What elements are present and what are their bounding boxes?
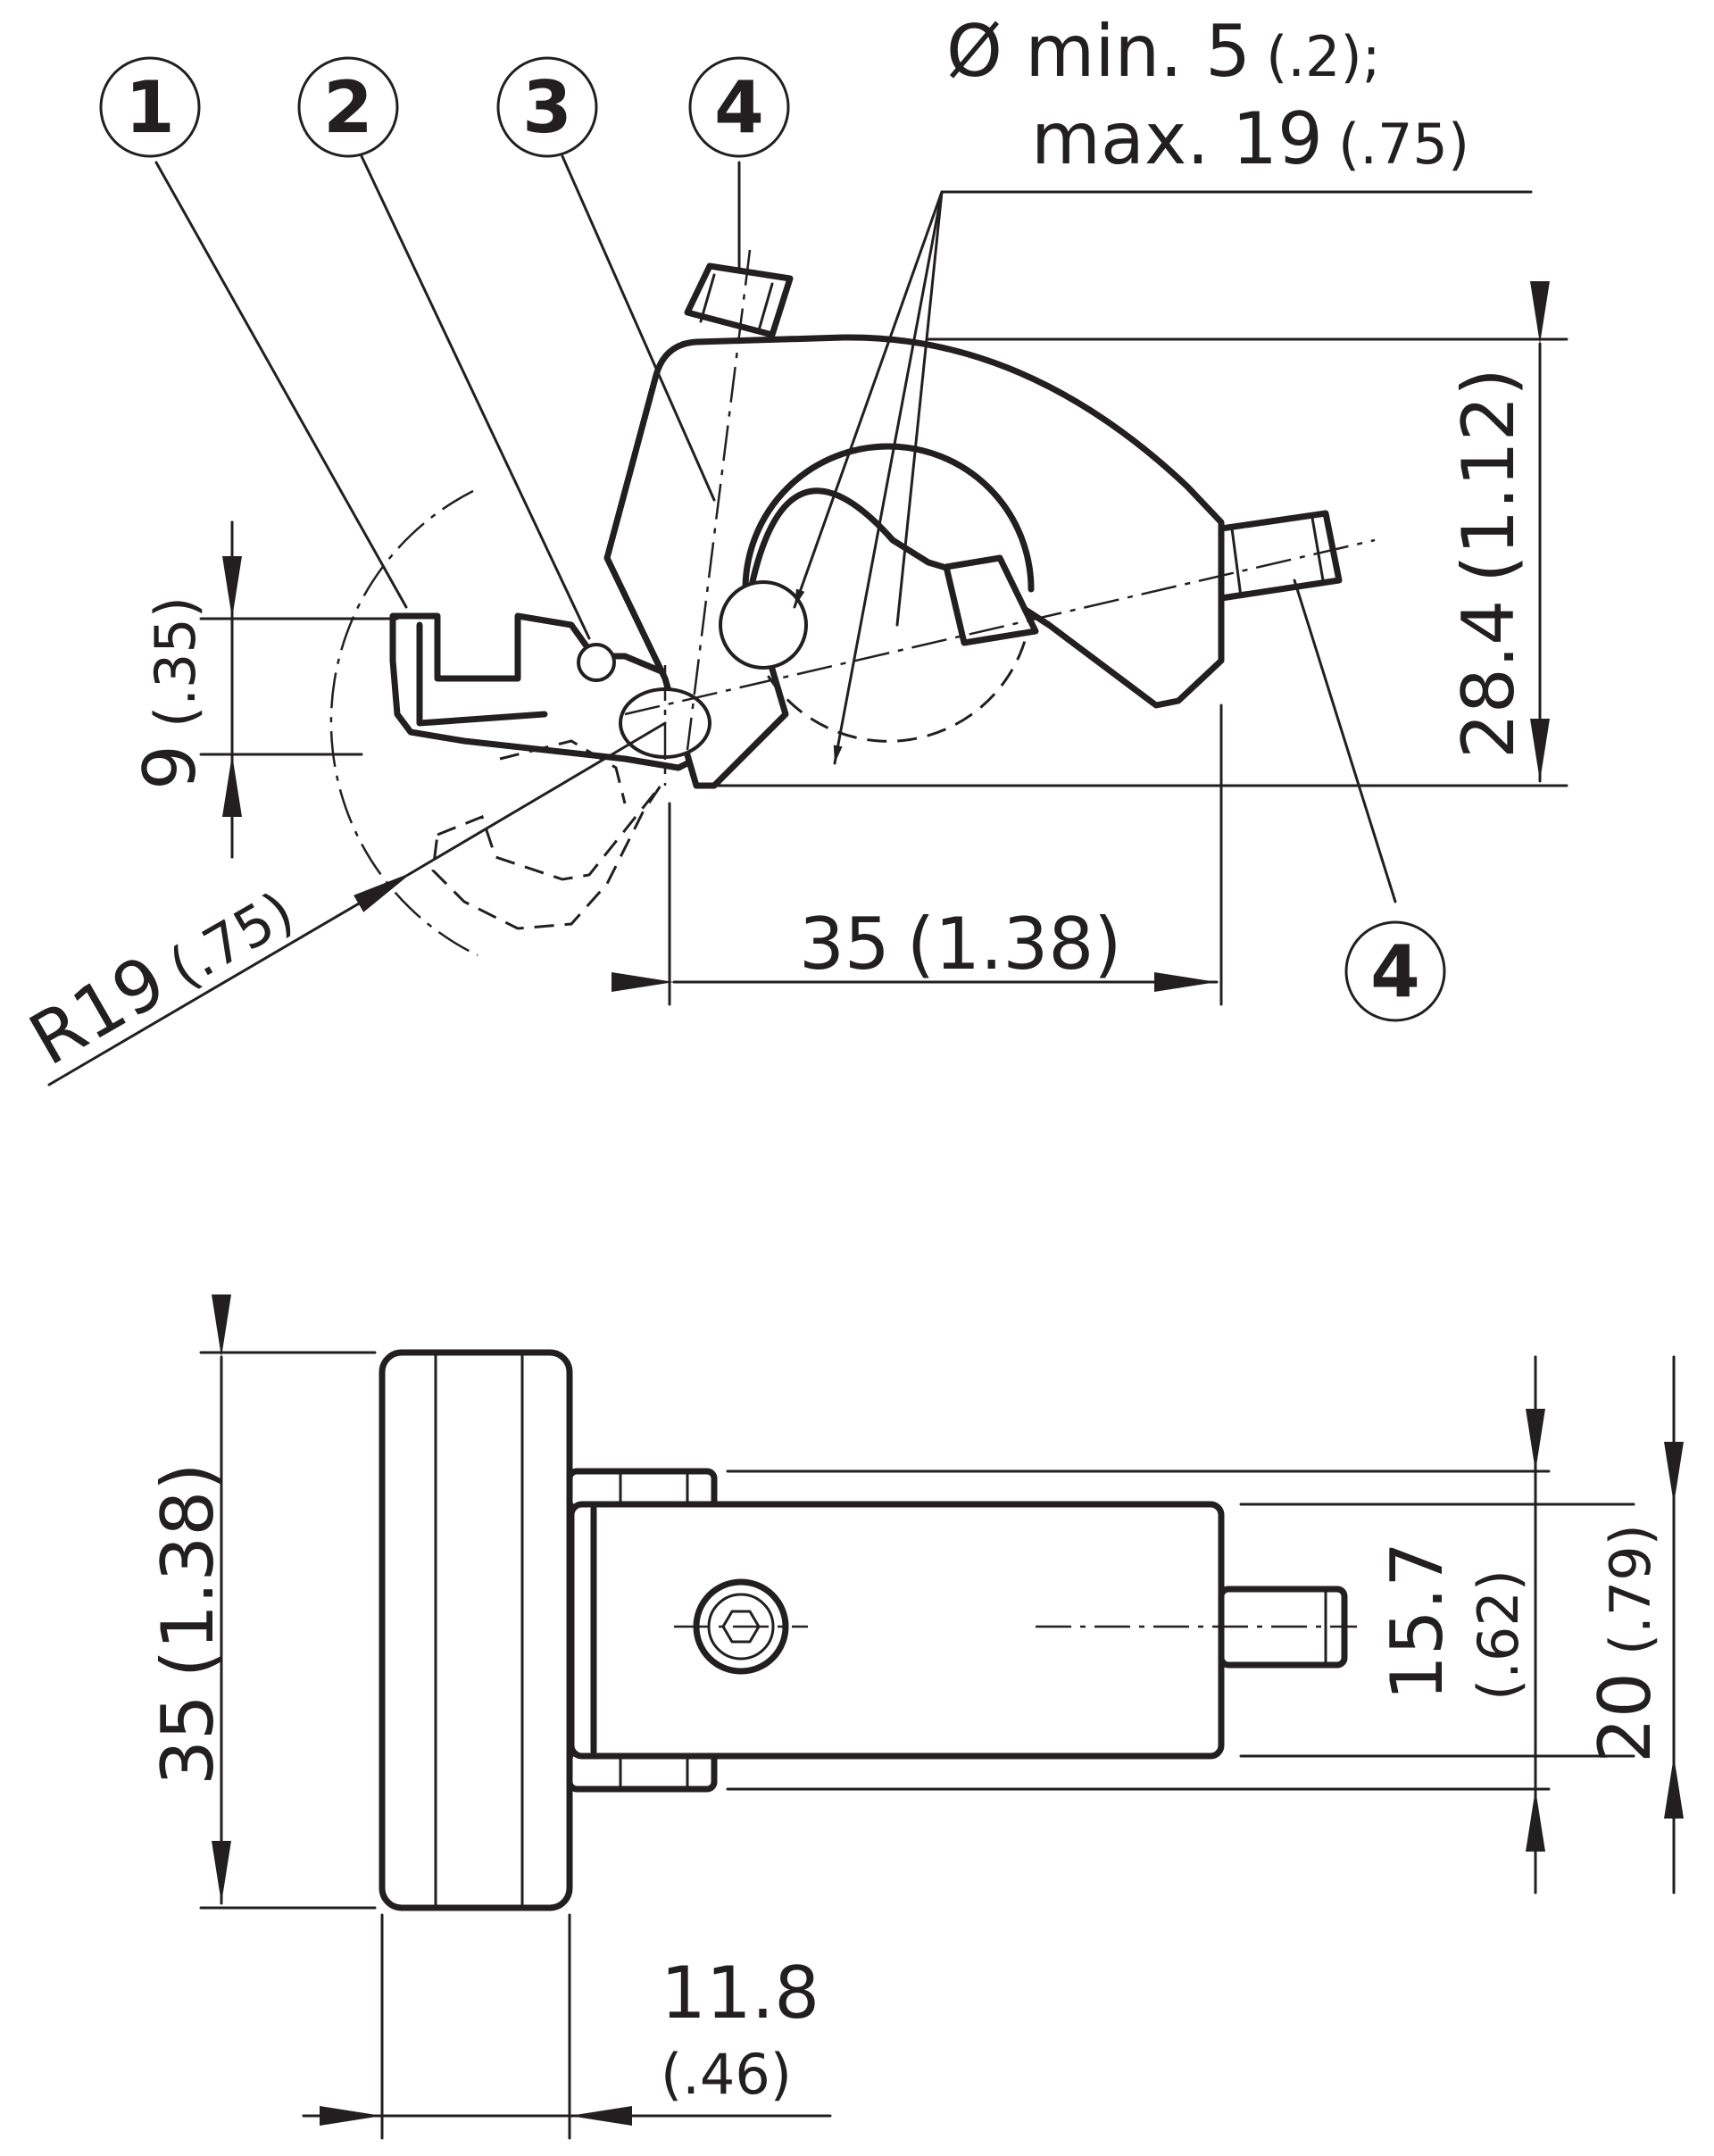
set-screw-right-thread — [1230, 516, 1325, 598]
callout-circle — [496, 56, 598, 158]
label-diameter-line1: Ø min. 5 (.2); — [946, 10, 1381, 93]
set-screw-top-thread — [699, 273, 774, 332]
callout-label: 3 — [522, 66, 572, 149]
leader-3 — [561, 154, 716, 502]
label-width-35-top: 35 (1.38) — [799, 903, 1121, 986]
alternate-position-inner — [499, 739, 627, 804]
callout-circle — [688, 56, 790, 158]
locking-ball — [577, 643, 616, 682]
actuator-body — [568, 1501, 1225, 1760]
label-height-28-4: 28.4 (1.12) — [1447, 368, 1530, 759]
callout-circle — [297, 56, 399, 158]
label-thickness-11-8: 11.8 — [661, 1952, 820, 2035]
callout-3: 3 — [496, 56, 598, 158]
label-width-20: 20 (.79) — [1584, 1524, 1667, 1763]
callout-label: 4 — [1370, 930, 1420, 1013]
callout-label: 2 — [323, 66, 373, 149]
label-radius-19: R19 (.75) — [16, 866, 306, 1081]
label-diameter-line2: max. 19 (.75) — [1031, 97, 1469, 180]
label-thickness-11-8-inch: (.46) — [661, 2042, 792, 2107]
side-view — [47, 154, 1568, 1086]
actuator-housing — [603, 334, 1225, 789]
base-plate — [379, 1349, 573, 1911]
bracket-inner-profile — [416, 621, 548, 727]
alternate-position-outline — [431, 785, 662, 930]
diameter-leader-left — [793, 190, 944, 609]
front-view — [199, 1294, 1684, 2140]
callout-circle — [99, 56, 201, 158]
diameter-leader-mid — [895, 190, 944, 627]
callout-circle — [1344, 920, 1446, 1022]
center-line-top — [686, 249, 752, 751]
callout-2: 2 — [297, 56, 399, 158]
callout-4-top: 4 — [688, 56, 790, 158]
cam-contour — [742, 443, 1035, 593]
callout-label: 1 — [125, 66, 175, 149]
label-width-15-7: 15.7 — [1376, 1542, 1459, 1701]
label-offset-9: 9 (.35) — [129, 596, 212, 790]
front-view-labels: 35 (1.38) 15.7 (.62) 20 (.79) 11.8 (.46) — [146, 1463, 1667, 2107]
diameter-leader-right — [833, 190, 944, 765]
label-width-15-7-inch: (.62) — [1466, 1569, 1531, 1701]
set-screw-top — [684, 262, 794, 338]
label-height-35-left: 35 (1.38) — [146, 1463, 229, 1786]
callout-label: 4 — [714, 66, 764, 149]
callout-1: 1 — [99, 56, 201, 158]
radius-leader-inner — [411, 721, 667, 874]
leader-2 — [360, 154, 591, 640]
pivot-ball — [719, 580, 808, 670]
set-screw-right — [943, 554, 1039, 646]
radius-leader — [47, 870, 414, 1086]
callout-group: 1 2 3 4 4 — [99, 56, 1446, 1022]
leader-4b — [1293, 579, 1397, 903]
callout-4-right: 4 — [1344, 920, 1446, 1022]
center-line-horizontal — [624, 538, 1376, 716]
leader-1 — [154, 161, 408, 609]
